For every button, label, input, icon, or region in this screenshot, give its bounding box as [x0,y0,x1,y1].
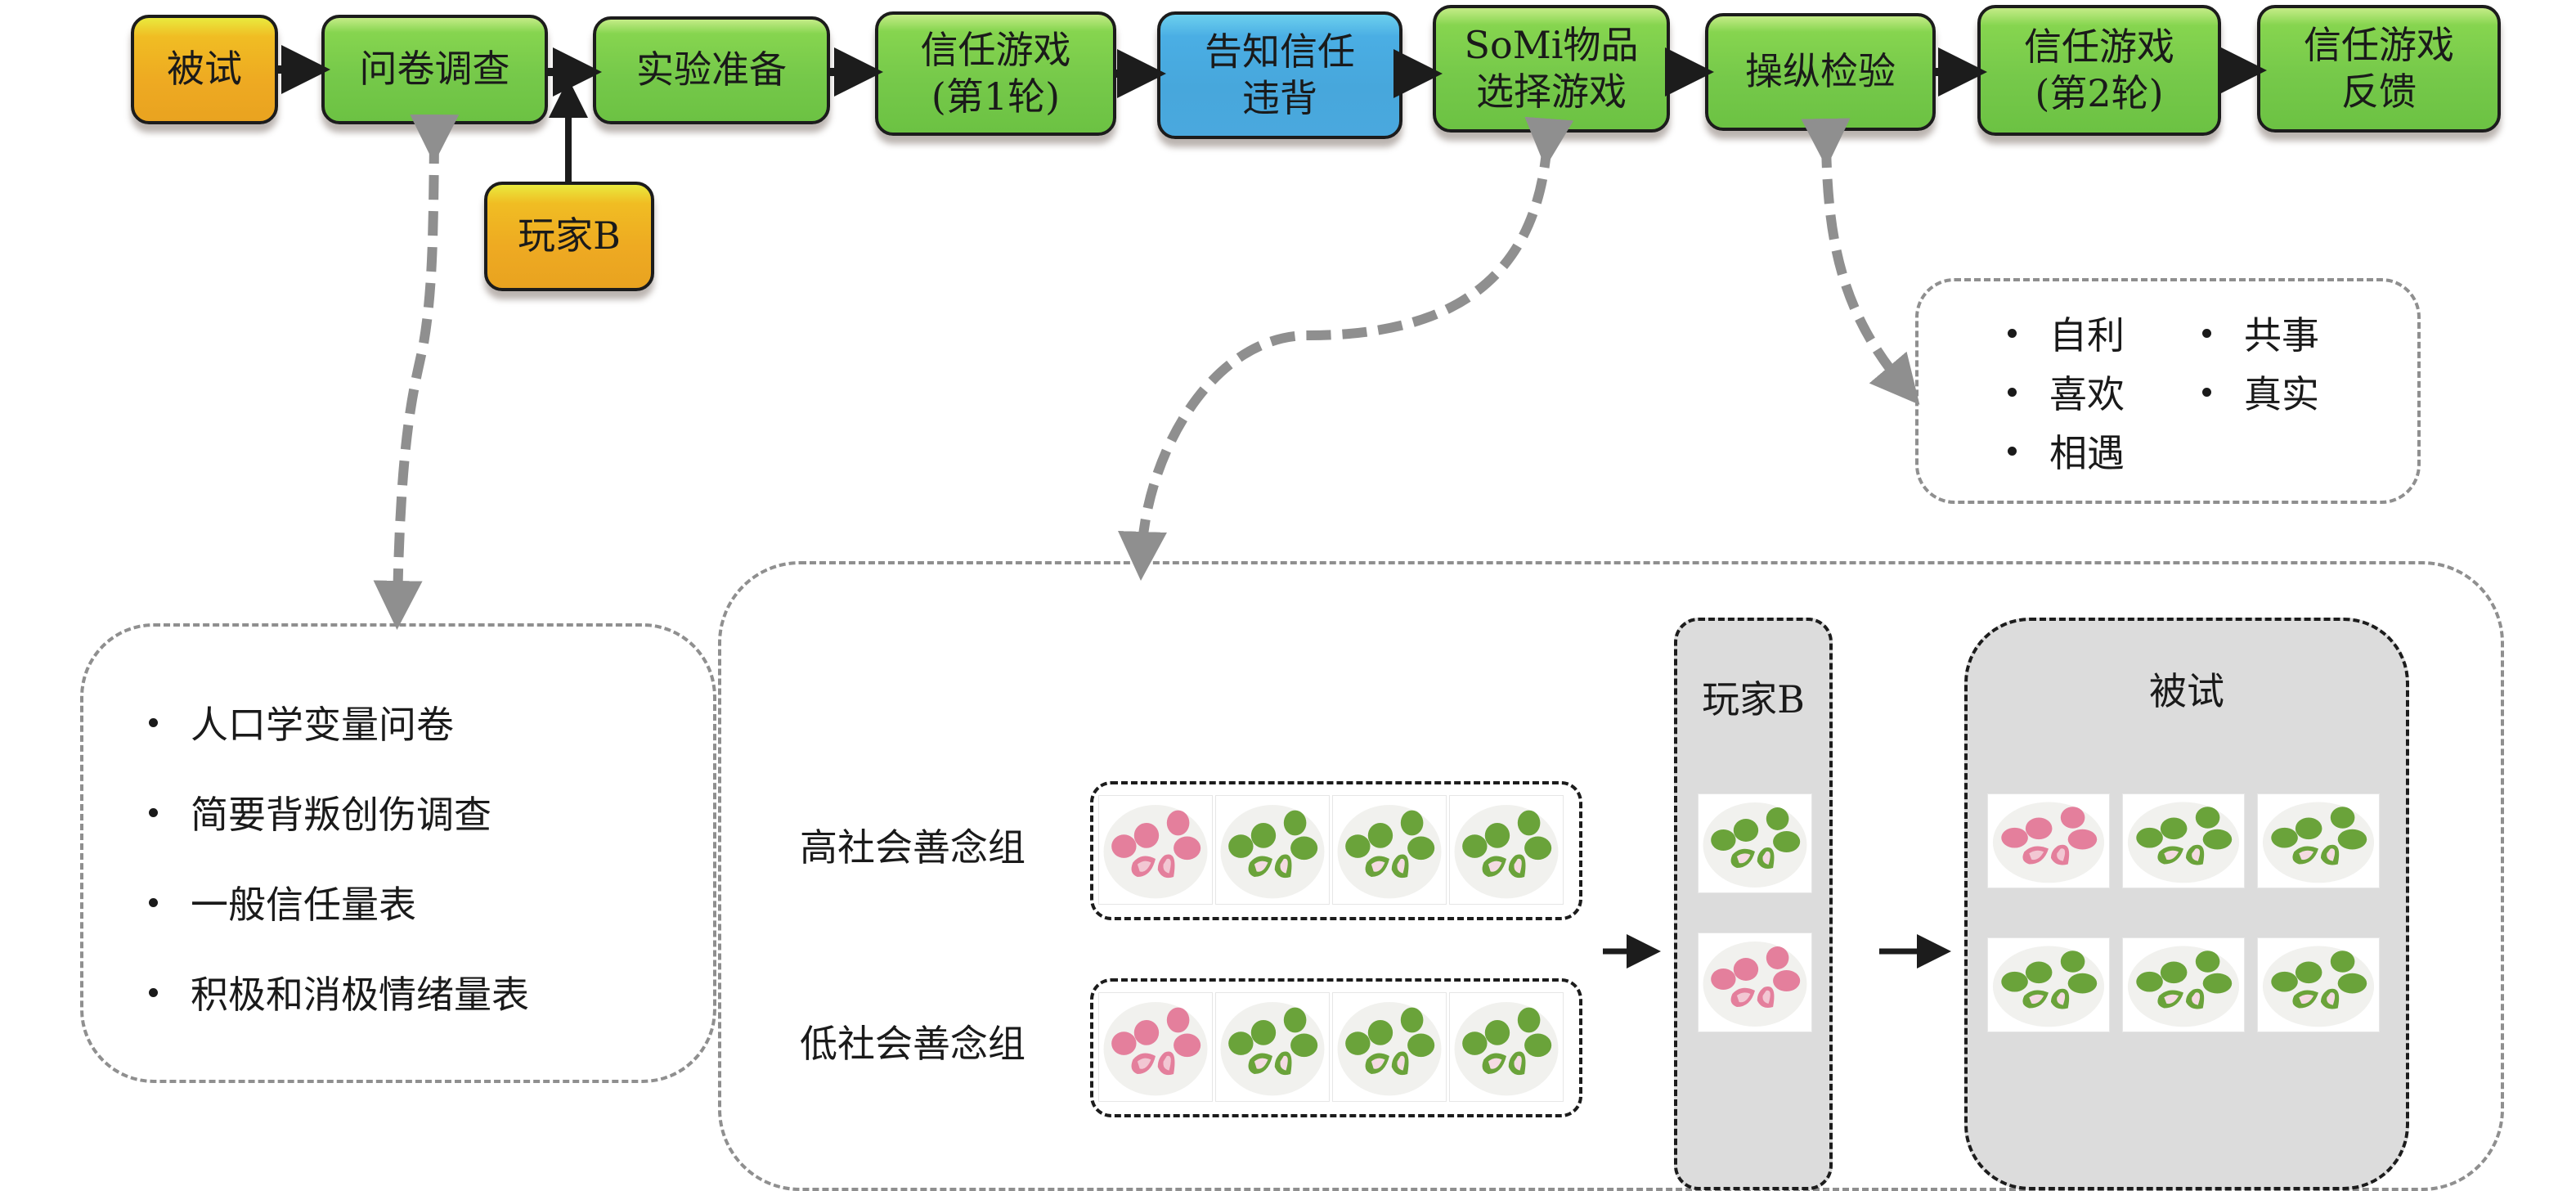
somi-connector [1118,116,1574,581]
bullet-icon [2008,387,2017,397]
flow-step-questionnaire: 问卷调查 [321,15,548,124]
item-text: 积极和消极情绪量表 [191,973,529,1017]
flow-step-label: 问卷调查 [359,47,510,92]
group-1-green-item-image [1332,992,1447,1102]
group-0-pink-item-image [1098,795,1213,905]
bullet-icon [149,987,158,997]
bullet-icon [149,807,158,817]
player-b-pink-item-image [1698,933,1812,1032]
flow-step-trust-game-1: 信任游戏 (第1轮) [875,11,1116,136]
subject-row-1-green-item-image [2257,937,2380,1032]
flow-step-manipulation-check: 操纵检验 [1705,13,1936,131]
flow-step-label: 信任游戏 (第2轮) [2024,24,2174,116]
item-text: 一般信任量表 [191,883,416,927]
low-mindfulness-group-label: 低社会善念组 [800,1022,1025,1066]
manipulation-connector [1801,118,1920,405]
manipulation-item: 真实 [2202,363,2319,420]
low-group-item-set [1090,978,1582,1117]
bullet-icon [2202,328,2211,338]
manipulation-item: 共事 [2202,304,2319,362]
item-text: 真实 [2244,372,2319,416]
subject-row-0-green-item-image [2257,793,2380,888]
bullet-icon [149,897,158,907]
flow-step-label: 告知信任 违背 [1205,29,1355,121]
questionnaire-item: 一般信任量表 [149,857,529,947]
subject-row-1-green-item-image [1987,937,2110,1032]
group-1-green-item-image [1449,992,1564,1102]
subject-column-title: 被试 [2149,669,2224,713]
item-text: 共事 [2244,313,2319,357]
questionnaire-connector [373,114,460,630]
manipulation-check-box [1915,278,2421,504]
flow-step-preparation: 实验准备 [593,16,830,124]
high-group-item-set [1090,781,1582,920]
bullet-icon [2202,387,2211,397]
bullet-icon [149,717,158,727]
group-1-pink-item-image [1098,992,1213,1102]
flow-step-trust-violation: 告知信任 违背 [1157,11,1402,139]
subject-row-0-pink-item-image [1987,793,2110,888]
group-1-green-item-image [1215,992,1330,1102]
item-text: 自利 [2049,313,2125,357]
manipulation-item: 相遇 [2008,422,2125,479]
bullet-icon [2008,328,2017,338]
group-0-green-item-image [1332,795,1447,905]
group-0-green-item-image [1449,795,1564,905]
flow-step-label: 玩家B [518,213,621,258]
flow-step-label: 实验准备 [636,47,787,92]
player-b-column-title: 玩家B [1702,677,1805,721]
item-text: 喜欢 [2049,372,2125,416]
flow-step-trust-game-2: 信任游戏 (第2轮) [1977,5,2221,136]
group-0-green-item-image [1215,795,1330,905]
player-b-column: 玩家B [1674,618,1833,1190]
flow-step-somi-game: SoMi物品 选择游戏 [1433,5,1670,133]
manipulation-item: 自利 [2008,304,2125,362]
flow-step-subject: 被试 [131,15,278,124]
questionnaire-list: 人口学变量问卷 简要背叛创伤调查 一般信任量表 积极和消极情绪量表 [149,677,529,1037]
questionnaire-item: 人口学变量问卷 [149,677,529,767]
subject-column: 被试 [1964,618,2409,1190]
flow-step-trust-game-feedback: 信任游戏 反馈 [2257,5,2501,133]
item-text: 相遇 [2049,431,2125,475]
high-mindfulness-group-label: 高社会善念组 [800,825,1025,870]
manipulation-item: 喜欢 [2008,363,2125,420]
flow-step-label: 信任游戏 反馈 [2304,22,2454,115]
player-b-green-item-image [1698,793,1812,893]
bullet-icon [2008,446,2017,456]
flow-step-label: 被试 [167,47,242,92]
questionnaire-item: 简要背叛创伤调查 [149,767,529,857]
flow-step-label: 操纵检验 [1745,49,1896,94]
flow-step-label: 信任游戏 (第1轮) [920,27,1071,119]
flow-step-label: SoMi物品 选择游戏 [1464,22,1639,115]
flow-step-player-b: 玩家B [484,182,654,291]
subject-row-0-green-item-image [2122,793,2245,888]
item-text: 人口学变量问卷 [191,703,454,747]
item-text: 简要背叛创伤调查 [191,793,491,837]
questionnaire-item: 积极和消极情绪量表 [149,947,529,1037]
subject-row-1-green-item-image [2122,937,2245,1032]
